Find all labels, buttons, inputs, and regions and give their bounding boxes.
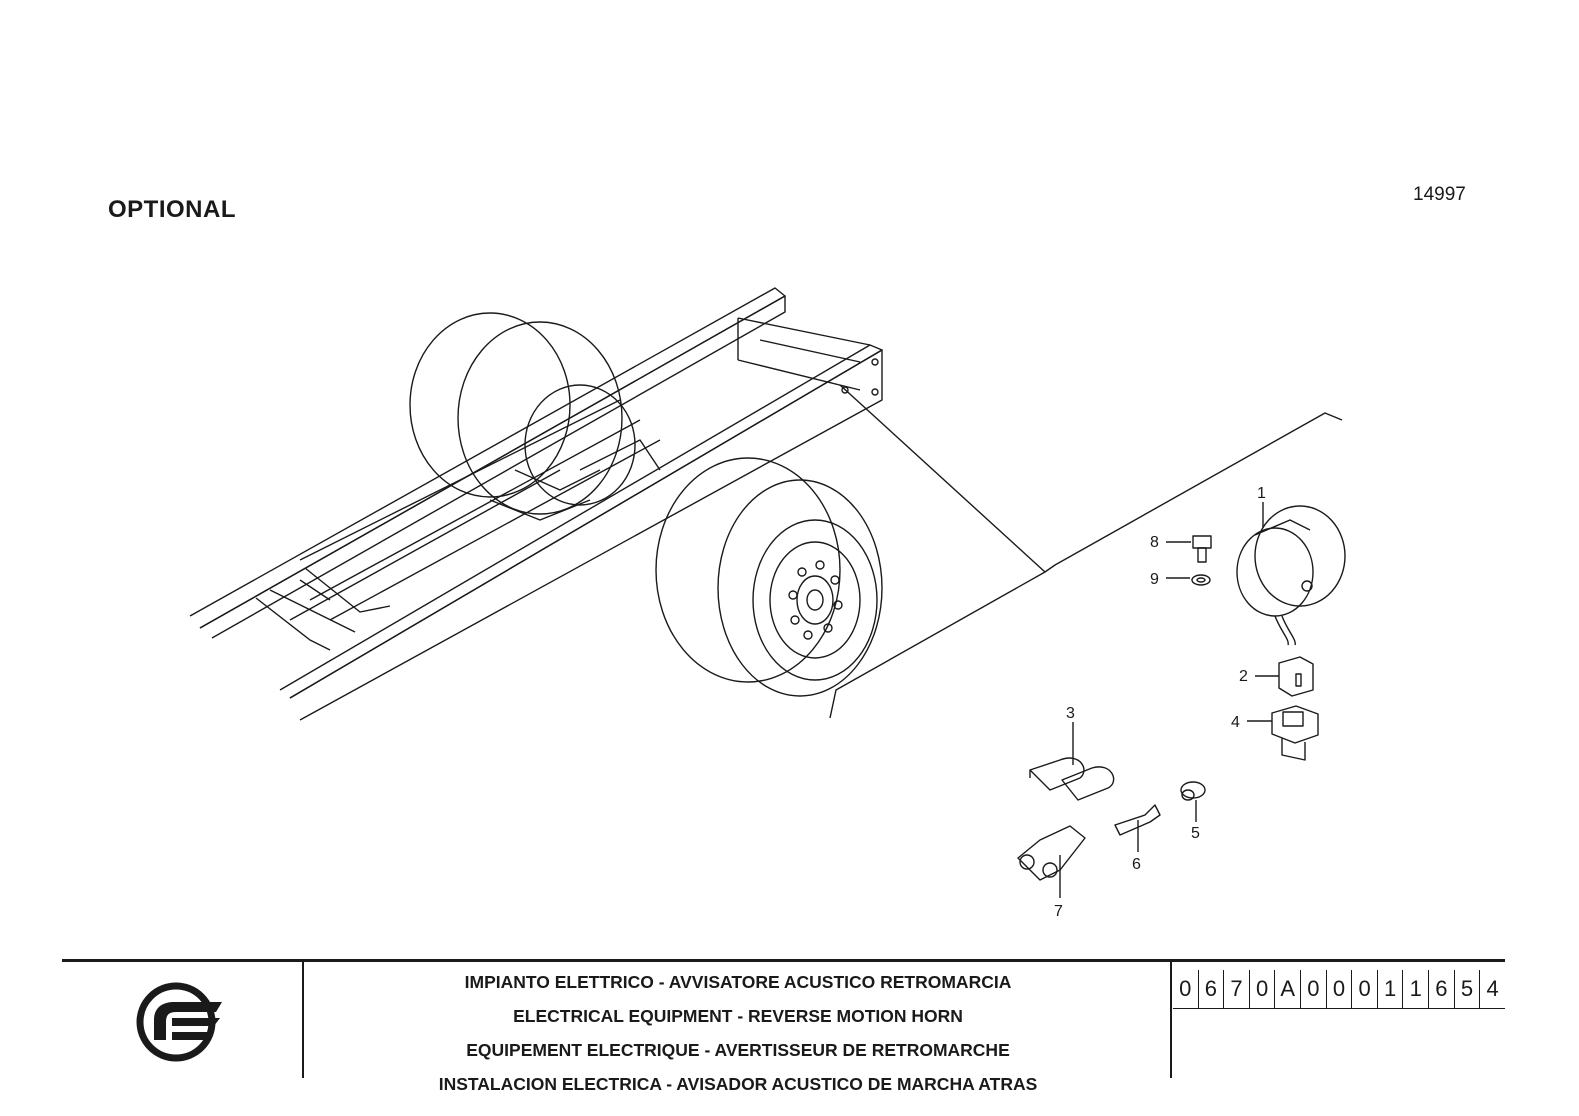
code-char: 0	[1300, 970, 1326, 1008]
manufacturer-logo	[136, 982, 222, 1062]
terminal-part-6	[1114, 804, 1161, 836]
bolt-and-washer	[1191, 535, 1212, 586]
callout-9: 9	[1150, 571, 1159, 588]
callout-2: 2	[1239, 668, 1248, 685]
drawing-number: 14997	[1413, 184, 1466, 205]
exploded-parts-drawing: 1 2 3 4 5 6 7 8 9	[189, 287, 1346, 920]
callout-7: 7	[1054, 903, 1063, 920]
reverse-horn-part	[1236, 505, 1346, 646]
code-char: 0	[1351, 970, 1377, 1008]
code-char: 6	[1197, 970, 1224, 1008]
title-line-french: EQUIPEMENT ELECTRIQUE - AVERTISSEUR DE R…	[466, 1040, 1010, 1060]
code-char: 1	[1376, 970, 1403, 1008]
code-char: 5	[1453, 970, 1480, 1008]
callout-3: 3	[1066, 705, 1075, 722]
title-line-english: ELECTRICAL EQUIPMENT - REVERSE MOTION HO…	[513, 1006, 963, 1026]
connector-part-7	[1017, 825, 1086, 881]
title-block-right-divider	[1170, 962, 1172, 1078]
code-char: 4	[1479, 970, 1505, 1008]
code-char: 6	[1428, 970, 1454, 1008]
callout-5: 5	[1191, 825, 1200, 842]
rear-wheels	[409, 312, 636, 515]
title-block-top-rule	[62, 959, 1505, 962]
title-line-spanish: INSTALACION ELECTRICA - AVISADOR ACUSTIC…	[438, 1074, 1038, 1094]
chassis-frame	[189, 287, 883, 721]
code-char: 0	[1325, 970, 1352, 1008]
connector-housing-part-4	[1271, 705, 1319, 761]
title-block-left-divider	[302, 962, 304, 1078]
callout-8: 8	[1150, 534, 1159, 551]
front-wheel	[655, 457, 883, 697]
section-label: OPTIONAL	[108, 196, 236, 223]
part-code-strip: 0 6 7 0 A 0 0 0 1 1 6 5 4	[1173, 970, 1505, 1009]
code-char: 0	[1248, 970, 1275, 1008]
code-char: 1	[1402, 970, 1428, 1008]
callout-1: 1	[1257, 485, 1266, 502]
code-char: 0	[1179, 976, 1192, 1001]
callout-4: 4	[1231, 714, 1240, 731]
half-shell-part-3	[1029, 757, 1115, 801]
callout-6: 6	[1132, 856, 1141, 873]
seal-part-5	[1180, 781, 1206, 801]
code-char: A	[1274, 970, 1300, 1008]
title-line-italian: IMPIANTO ELETTRICO - AVVISATORE ACUSTICO…	[464, 972, 1012, 992]
code-char: 7	[1223, 970, 1249, 1008]
connector-part-2	[1278, 656, 1314, 697]
